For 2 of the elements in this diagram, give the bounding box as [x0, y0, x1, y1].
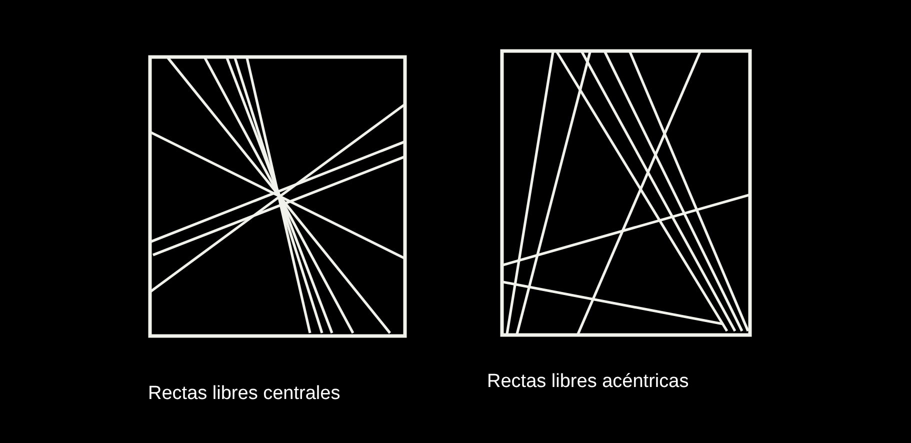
caption: Rectas libres acéntricas	[487, 371, 689, 393]
caption: Rectas libres centrales	[148, 383, 340, 405]
